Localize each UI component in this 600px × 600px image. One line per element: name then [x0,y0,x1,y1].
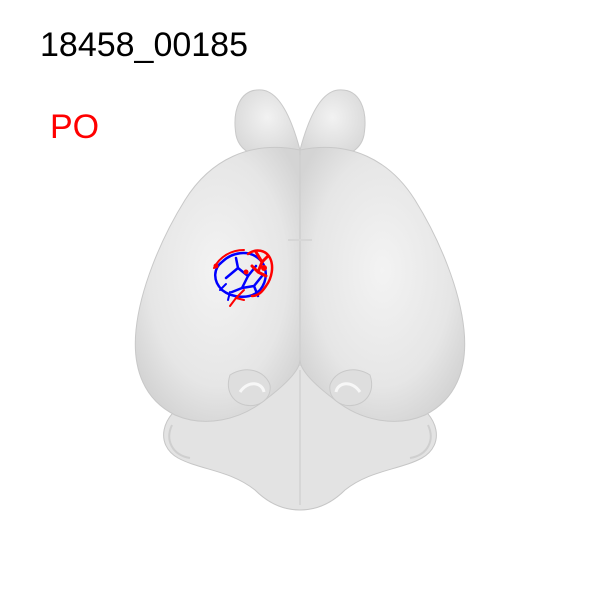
region-label: PO [50,108,100,146]
midbrain-folds [227,369,373,407]
neuron-trace-red [213,249,274,307]
specimen-id: 18458_00185 [40,26,249,64]
olfactory-bulbs [234,89,366,160]
